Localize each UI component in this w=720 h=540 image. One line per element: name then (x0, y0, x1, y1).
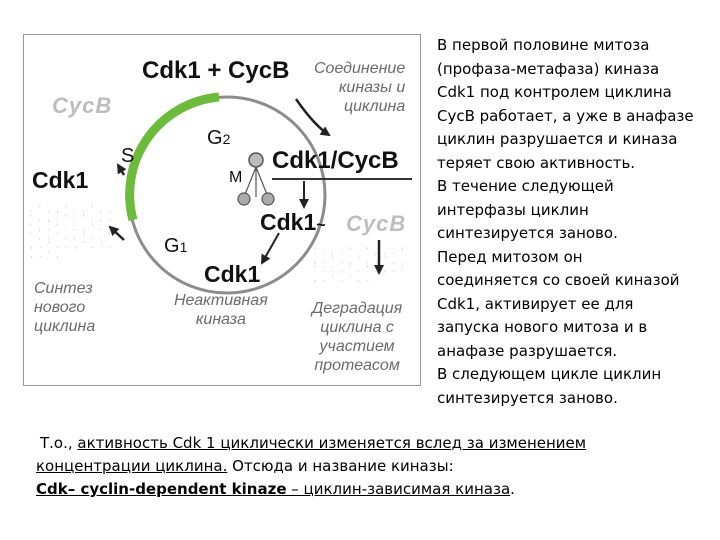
note-binding: Соединение киназы и циклина (314, 60, 406, 115)
note-degradation: Деградация циклина с участием протеасом (312, 300, 403, 374)
explanation-paragraph: В первой половине митоза (профаза-метафа… (437, 34, 712, 410)
cdk1-bottom-label: Cdk1 (204, 261, 261, 287)
note-inactive: Неактивная киназа (174, 292, 268, 328)
text-line: В течение следующей (437, 177, 614, 195)
conclusion-line-3: Cdk– cyclin-dependent kinaze – циклин-за… (36, 480, 515, 498)
text-line: В следующем цикле циклин (437, 365, 662, 383)
cycle-graphics (108, 92, 384, 295)
note-synthesis: Синтез нового циклина (34, 280, 96, 335)
conclusion-line-1: Т.о., активность Cdk 1 циклически изменя… (40, 434, 587, 452)
scattered-dots-left: . ' . , ' . . ' , . ' . , . ' . ' . , . … (30, 205, 114, 259)
conclusion-line-2: концентрации циклина. Отсюда и название … (36, 457, 454, 475)
daughter-cell-icon (261, 192, 275, 206)
text-line: Перед митозом он (437, 247, 583, 266)
phase-g2-label: G2 (207, 127, 231, 149)
binding-arrow (294, 98, 331, 137)
text-line: синтезируется заново. (437, 224, 618, 242)
mitotic-cell-icon (248, 152, 264, 168)
text-line: В первой половине митоза (437, 36, 650, 54)
phase-m-label: M (229, 169, 243, 186)
to-g1-arrow (261, 232, 280, 265)
cdk1-mid-label: Cdk1~ (260, 209, 326, 235)
cycle-direction-arrow-left (116, 163, 127, 176)
text-line: теряет свою активность. (437, 153, 636, 172)
text-line: Cdk1, активирует ее для (437, 294, 634, 313)
text-line: соединяется со своей киназой (437, 271, 680, 289)
cdk1-left-label: Cdk1 (32, 167, 89, 193)
text-line: синтезируется заново. (437, 388, 618, 407)
text-line: (профаза-метафаза) киназа (437, 59, 660, 78)
s-phase-arc (125, 92, 220, 222)
text-line: циклин разрушается и киназа (437, 130, 678, 148)
text-line: CycB работает, а уже в анафазе (437, 106, 694, 125)
text-line: запуска нового митоза и в (437, 318, 648, 336)
phase-g1-label: G1 (164, 235, 188, 257)
phase-s-label: S (121, 145, 135, 167)
fuzzy-cyclin-right: CycB (346, 211, 407, 236)
text-line: интерфазы циклин (437, 200, 589, 219)
cell-cycle-diagram: Cdk1 + CycB Соединение киназы и циклина … (23, 34, 421, 386)
complex-label: Cdk1/CycB (272, 147, 399, 174)
text-line: анафазе разрушается. (437, 341, 618, 360)
text-line: Cdk1 под контролем циклина (437, 83, 672, 101)
conclusion-text: Т.о., активность Cdk 1 циклически изменя… (36, 432, 710, 501)
top-formula: Cdk1 + CycB (142, 57, 290, 84)
fuzzy-cyclin-left: CycB (52, 93, 113, 118)
scattered-dots-right: ' . , . ' . ' , . . ' , . ' . , ' . . ' … (314, 247, 407, 283)
daughter-cell-icon (237, 192, 251, 206)
synthesis-arrow (108, 225, 125, 241)
complex-underline (272, 178, 412, 180)
